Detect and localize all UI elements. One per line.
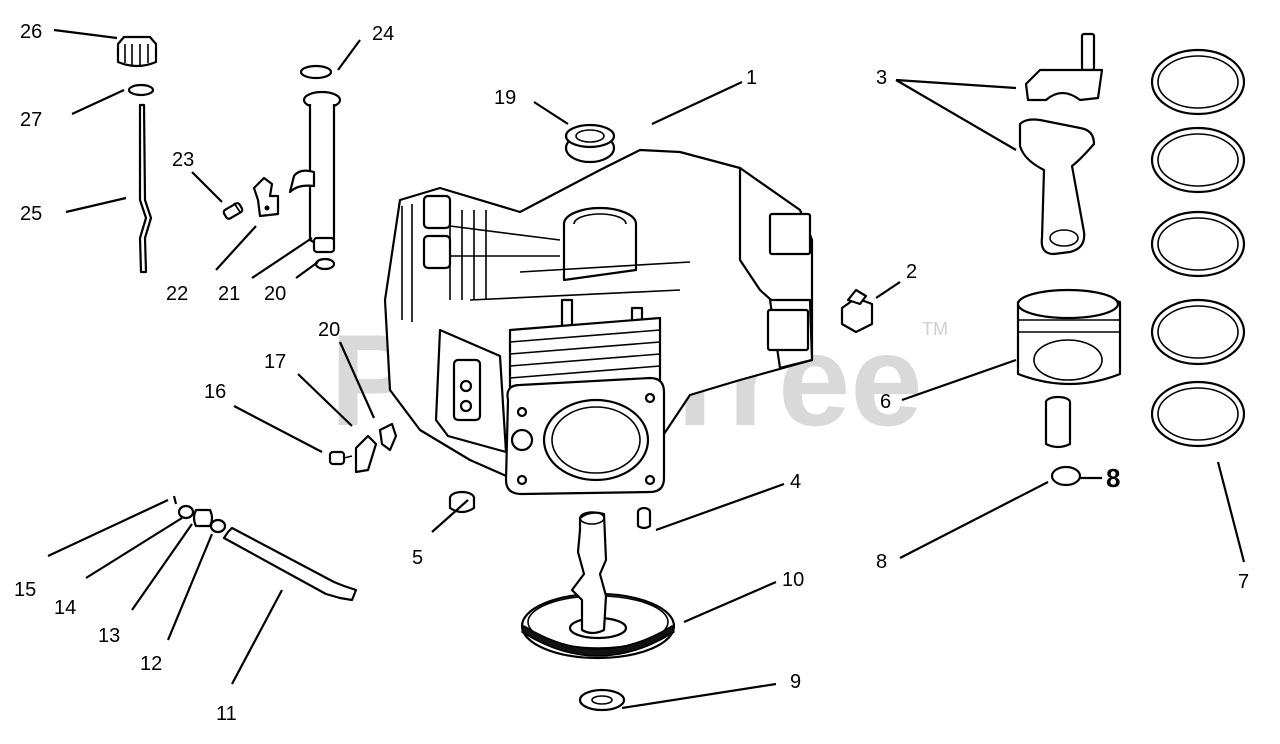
callout-8-bold: 8: [1106, 463, 1120, 493]
part-dowel-pin: [636, 506, 652, 530]
callout-11: 11: [216, 703, 237, 725]
callout-2: 2: [906, 261, 917, 283]
part-governor-screw: [328, 450, 353, 466]
callout-3: 3: [876, 67, 887, 89]
callout-7: 7: [1238, 571, 1249, 593]
part-oil-fill-tube: [288, 90, 342, 254]
callout-8: 8: [876, 551, 887, 573]
part-fitting: [840, 288, 874, 334]
callout-14: 14: [54, 597, 76, 619]
part-washer-12: [209, 518, 227, 534]
part-connecting-rod: [1018, 32, 1104, 256]
part-governor-lever-arm: [378, 422, 398, 452]
callout-17: 17: [264, 351, 286, 373]
callout-19-top: 19: [494, 87, 516, 109]
part-crankcase: [383, 148, 814, 496]
callout-12: 12: [140, 653, 162, 675]
part-dipstick: [138, 103, 153, 274]
callout-labels: 26 27 25 23 22 21 20 24 19 1 3 2 6 8 8 7…: [14, 21, 1249, 725]
callout-26: 26: [20, 21, 42, 43]
callout-20: 20: [264, 283, 286, 305]
part-cup-plug: [448, 490, 476, 514]
part-cotter-pin: [172, 495, 178, 505]
leader-lines: [47, 28, 1246, 710]
callout-27: 27: [20, 109, 42, 131]
callout-10: 10: [782, 569, 804, 591]
part-piston: [1016, 288, 1122, 386]
callout-1: 1: [746, 67, 757, 89]
callout-9: 9: [790, 671, 801, 693]
callout-23: 23: [172, 149, 194, 171]
part-oil-seal: [564, 123, 616, 164]
part-camshaft: [520, 511, 676, 660]
part-screw: [222, 202, 244, 220]
part-governor-lever: [354, 434, 378, 474]
part-washer-14: [177, 504, 195, 520]
part-governor-shaft: [222, 526, 358, 602]
part-piston-pin-retainer: [1050, 465, 1082, 487]
part-piston-ring-set: [1150, 48, 1246, 448]
callout-21: 21: [218, 283, 240, 305]
callout-19-side: 20: [318, 319, 340, 341]
part-o-ring-lower: [314, 257, 336, 271]
callout-5: 5: [412, 547, 423, 569]
callout-25: 25: [20, 203, 42, 225]
part-oil-fill-cap: [116, 35, 158, 68]
callout-6: 6: [880, 391, 891, 413]
part-bracket: [252, 176, 280, 218]
watermark-trademark: TM: [922, 319, 948, 339]
part-o-ring-tube: [299, 64, 333, 80]
part-thrust-washer: [578, 688, 626, 712]
callout-24: 24: [372, 23, 394, 45]
callout-13: 13: [98, 625, 120, 647]
callout-4: 4: [790, 471, 801, 493]
callout-16: 16: [204, 381, 226, 403]
callout-22: 22: [166, 283, 188, 305]
callout-15: 15: [14, 579, 36, 601]
part-spacer: [192, 508, 214, 528]
part-piston-pin: [1044, 395, 1072, 449]
part-o-ring: [127, 83, 155, 97]
